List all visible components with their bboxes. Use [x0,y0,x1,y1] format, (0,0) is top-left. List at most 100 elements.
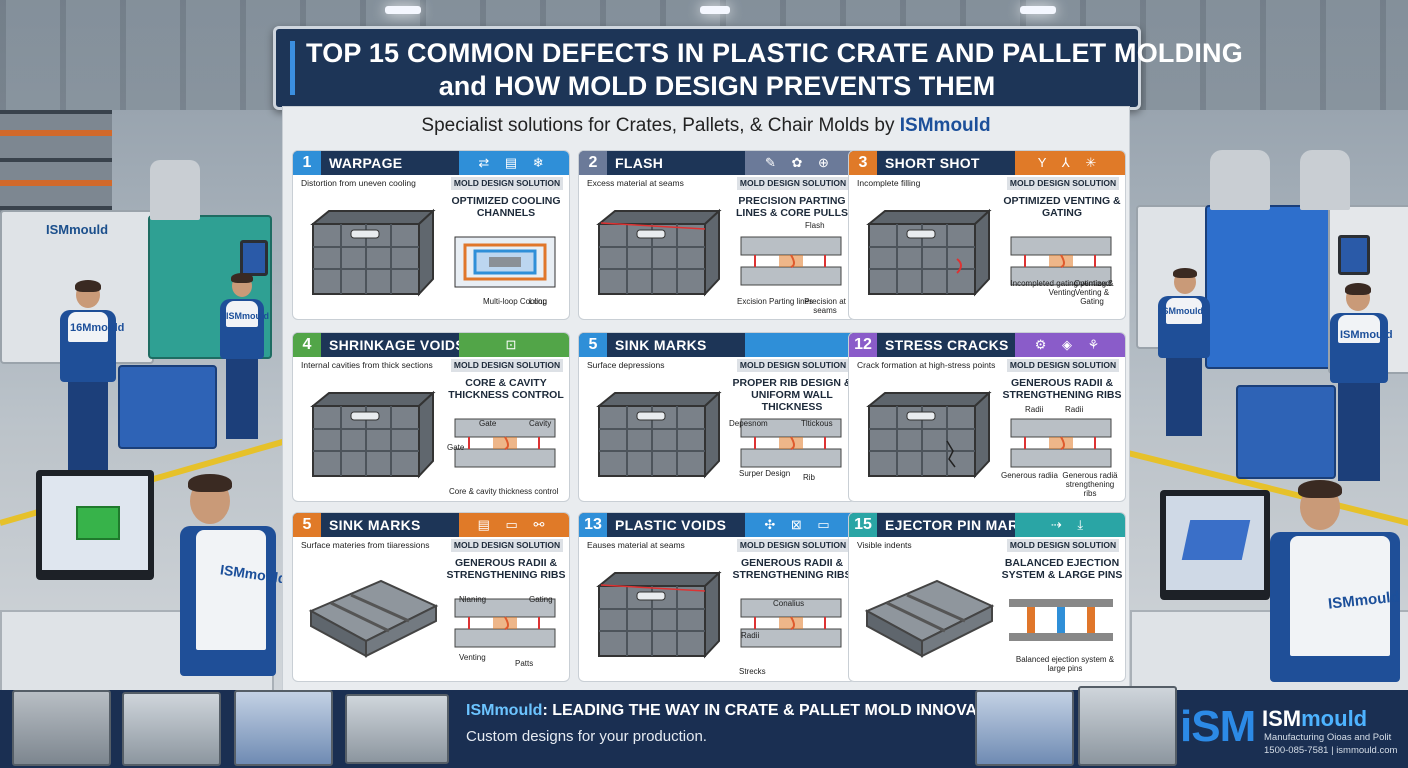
worker-figure: 16Mmould [48,280,128,492]
defect-name: SINK MARKS [615,337,707,353]
defect-description: Crack formation at high-stress points [857,360,996,370]
title-line-2: and HOW MOLD DESIGN PREVENTS THEM [438,71,996,101]
solution-title: GENEROUS RADII & STRENGTHENING RIBS [1002,377,1122,401]
diagram-caption: Generous radiia [1001,471,1058,480]
defect-card: 4 SHRINKAGE VOIDS⊡ Internal cavities from … [292,332,570,502]
defect-icon-strip: ✣ ⊠ ▭ [745,513,855,537]
defect-number: 1 [293,151,321,175]
defect-number: 3 [849,151,877,175]
defect-name: SINK MARKS [329,517,421,533]
defect-name: SHRINKAGE VOIDS [329,337,465,353]
title-banner: TOP 15 COMMON DEFECTS IN PLASTIC CRATE A… [273,26,1243,110]
cad-monitor [36,470,154,580]
defect-description: Internal cavities from thick sections [301,360,433,370]
footer-subline: Custom designs for your production. [466,728,707,745]
diagram-caption: Strecks [739,667,766,676]
mold-section-diagram [740,418,842,468]
cad-worker-figure: ISMmould [1240,480,1408,690]
diagram-caption: Patts [515,659,534,668]
mold-section-diagram [454,418,556,468]
defect-number: 5 [293,513,321,537]
defect-title-bar: 5 SINK MARKS [293,513,465,537]
mold-product-image [234,690,333,766]
diagram-caption: Cavity [529,419,552,428]
defect-description: Surface materies from tiiaressions [301,540,430,550]
solution-label: MOLD DESIGN SOLUTION [1007,177,1119,190]
defect-name: EJECTOR PIN MARKS [885,517,1039,533]
tool-cabinet [118,365,217,449]
defect-name: FLASH [615,155,664,171]
defect-number: 12 [849,333,877,357]
diagram-caption: Surper Design [739,469,791,478]
solution-title: GENEROUS RADII & STRENGTHENING RIBS [732,557,852,581]
solution-label: MOLD DESIGN SOLUTION [451,359,563,372]
defect-title-bar: 13 PLASTIC VOIDS [579,513,751,537]
crate-illustration [596,390,722,479]
defect-description: Excess material at seams [587,178,684,188]
solution-title: PROPER RIB DESIGN & UNIFORM WALL THICKNE… [732,377,852,413]
solution-title: PRECISION PARTING LINES & CORE PULLS [735,195,848,219]
shelf-beam [0,180,112,186]
defect-title-bar: 4 SHRINKAGE VOIDS [293,333,465,357]
defect-name: PLASTIC VOIDS [615,517,727,533]
diagram-caption: Nlaning [459,595,487,604]
defect-title-bar: 3 SHORT SHOT [849,151,1021,175]
defect-icon-strip: ✎ ✿ ⊕ [745,151,855,175]
defect-icon-strip: ⚙ ◈ ⚘ [1015,333,1125,357]
worker-figure: ISMmould [1320,283,1400,485]
machine-control-screen [1338,235,1370,275]
diagram-caption: Depesnom [729,419,768,428]
diagram-caption: Flash [805,221,825,230]
solution-title: OPTIMIZED VENTING & GATING [1003,195,1121,219]
diagram-caption: Conalius [773,599,805,608]
worker-badge: ISMmould [1160,306,1203,316]
worker-badge: 16Mmould [70,322,125,334]
defect-number: 13 [579,513,607,537]
crate-illustration [866,208,992,297]
diagram-caption: Incompleted gating venting & Venting [1010,279,1114,297]
worker-badge: ISMmould [1340,329,1393,341]
solution-label: MOLD DESIGN SOLUTION [737,539,849,552]
solution-title: CORE & CAVITY THICKNESS CONTROL [448,377,564,401]
mold-section-diagram [1010,418,1112,468]
ceiling-light [1020,6,1056,14]
hopper [1300,150,1350,210]
diagram-caption: Precision at seams [804,297,846,315]
defect-icon-strip: ⊡ [459,333,569,357]
diagram-caption: Tltickous [801,419,833,428]
defect-name: STRESS CRACKS [885,337,1009,353]
mold-product-image [122,692,221,766]
diagram-caption: Loop [529,297,547,306]
solution-label: MOLD DESIGN SOLUTION [1007,539,1119,552]
solution-label: MOLD DESIGN SOLUTION [737,359,849,372]
crate-illustration [310,390,436,479]
worker-figure: ISMmould [212,273,272,445]
ism-contact-info: 1500-085-7581 | ismmould.com [1264,745,1398,756]
ism-logo-mark: iSM [1180,702,1256,751]
crate-illustration [596,208,722,297]
solution-title: GENEROUS RADII & STRENGTHENING RIBS [446,557,566,581]
defect-icon-strip: ⇄ ▤ ❄ [459,151,569,175]
ceiling-light [700,6,730,14]
cooling-channel-diagram [454,236,556,288]
footer-headline: ISMmould: LEADING THE WAY IN CRATE & PAL… [466,702,1019,719]
defect-number: 5 [579,333,607,357]
defect-title-bar: 12 STRESS CRACKS [849,333,1021,357]
defect-name: SHORT SHOT [885,155,980,171]
defect-card: 12 STRESS CRACKS ⚙ ◈ ⚘ Crack formation at h… [848,332,1126,502]
worker-badge: ISMmould [226,311,269,321]
mold-product-image [975,690,1074,766]
defect-icon-strip: Y ⅄ ✳ [1015,151,1125,175]
mold-product-image [345,694,449,764]
defect-icon-strip: ⇢ ⤓ [1015,513,1125,537]
solution-label: MOLD DESIGN SOLUTION [451,539,563,552]
crate-illustration [596,570,722,659]
diagram-caption: Radii [1065,405,1084,414]
defect-number: 4 [293,333,321,357]
